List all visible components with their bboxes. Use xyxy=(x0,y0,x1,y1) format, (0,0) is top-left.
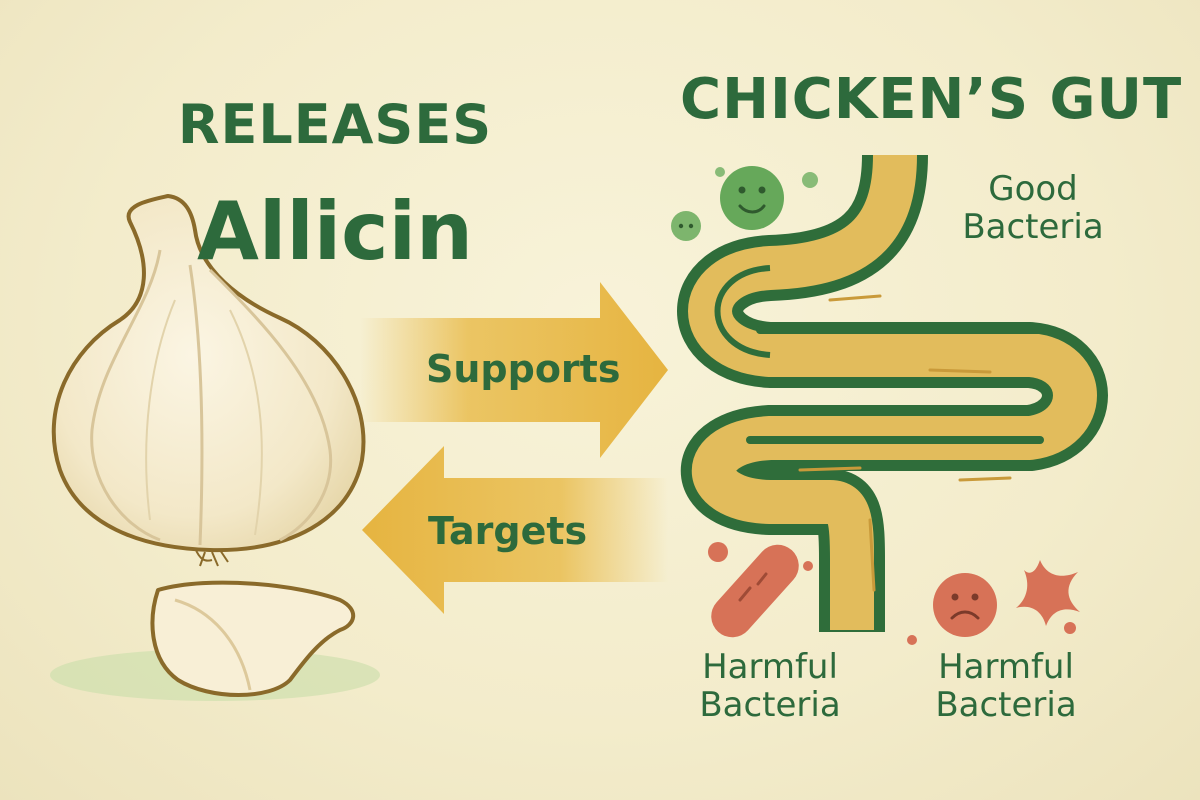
good-bacteria-icon xyxy=(671,166,818,241)
good-bacteria-label: Good Bacteria xyxy=(962,169,1104,248)
harmful-bacteria-right-label: Harmful Bacteria xyxy=(935,647,1077,726)
garlic-bulb-icon xyxy=(51,194,366,567)
allicin-label: Allicin xyxy=(197,185,473,278)
supports-label: Supports xyxy=(426,347,621,391)
supports-arrow xyxy=(360,282,668,458)
chickens-gut-title: CHICKEN’S GUT xyxy=(680,67,1183,132)
harmful-bacteria-left-label: Harmful Bacteria xyxy=(699,647,841,726)
garlic-clove-icon xyxy=(150,580,356,697)
harmful-bacteria-rod-icon xyxy=(708,542,813,638)
targets-arrow xyxy=(362,446,668,614)
gut-intestine-icon xyxy=(677,154,1108,632)
harmful-bacteria-frown-icon xyxy=(907,560,1080,645)
releases-label: RELEASES xyxy=(177,93,493,156)
targets-label: Targets xyxy=(428,509,588,553)
